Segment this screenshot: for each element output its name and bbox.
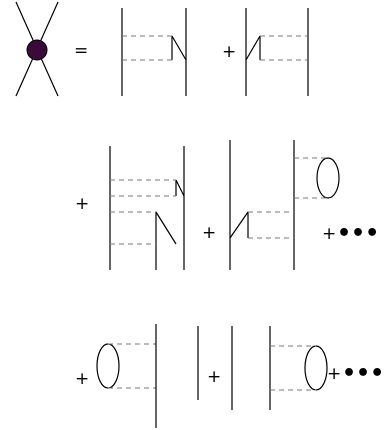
plus-sign: + xyxy=(322,224,336,244)
ellipsis-dots: ••• xyxy=(342,361,384,386)
double-ladder-diagram xyxy=(109,146,185,270)
ladder-diagram-1 xyxy=(121,8,187,96)
plus-sign: + xyxy=(207,367,221,387)
ellipsis-dots: ••• xyxy=(337,221,379,246)
vertex-blob xyxy=(26,39,48,61)
plus-sign: + xyxy=(222,42,236,62)
crossed-ladder-diagram-2 xyxy=(229,140,295,270)
crossed-ladder-diagram-1 xyxy=(245,8,309,96)
plus-sign: + xyxy=(75,369,89,389)
equals-sign: = xyxy=(74,41,88,61)
plus-sign: + xyxy=(327,364,341,384)
plus-sign: + xyxy=(75,194,89,214)
self-energy-loop-diagram-1 xyxy=(294,157,340,199)
self-energy-loop-diagram-2 xyxy=(96,324,157,428)
disconnected-lines-diagram xyxy=(197,326,233,410)
self-energy-loop-diagram-3 xyxy=(269,326,328,410)
vertex-diagram xyxy=(15,1,59,97)
plus-sign: + xyxy=(202,223,216,243)
